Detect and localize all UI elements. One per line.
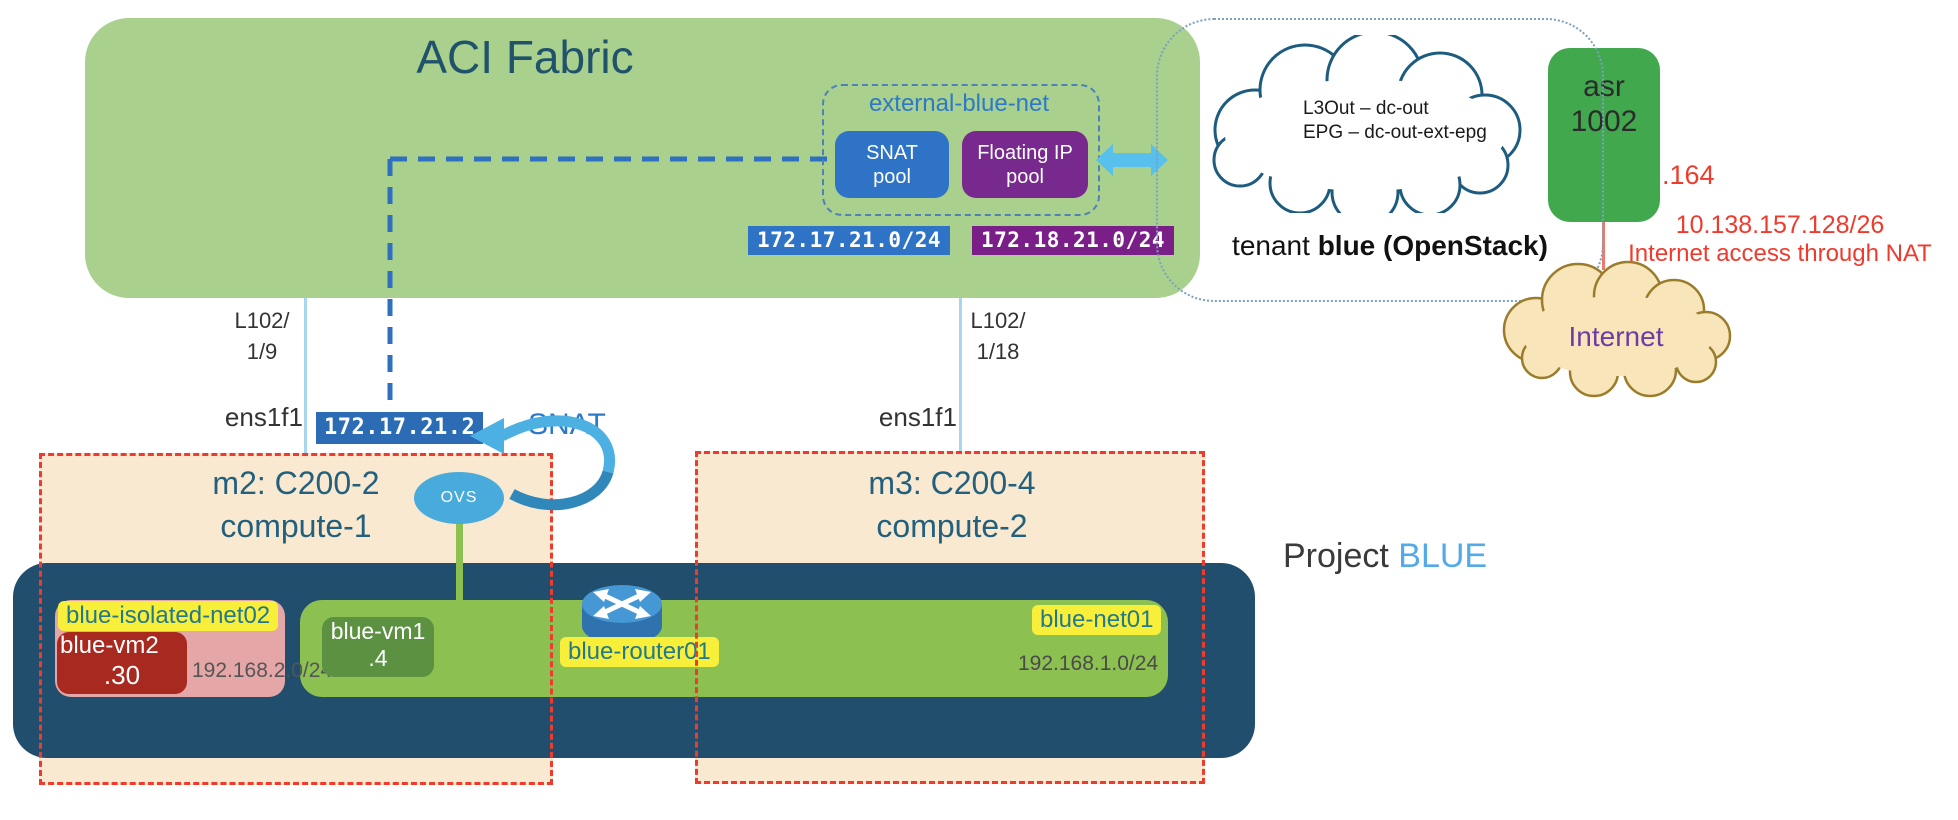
asr-router-box: asr 1002 (1548, 48, 1660, 222)
tenant-name: blue (OpenStack) (1317, 230, 1548, 261)
vm1-box: blue-vm1 .4 (322, 617, 434, 677)
net01-bar (300, 600, 1168, 697)
isolated-net-label: blue-isolated-net02 (58, 601, 279, 631)
vm2-ip: .30 (103, 660, 141, 690)
uplink-line-left (304, 298, 307, 455)
project-label: Project BLUE (1283, 537, 1487, 576)
router-label: blue-router01 (560, 637, 719, 667)
host-m3-border (695, 451, 1205, 784)
ovs-stem-link (456, 518, 463, 618)
snat-route-dashed-line (387, 156, 836, 408)
external-blue-net-box (822, 84, 1100, 216)
tenant-boundary (1156, 18, 1604, 302)
ovs-switch: OVS (414, 472, 504, 524)
vm2-box: blue-vm2 .30 (57, 632, 187, 694)
floating-ip-pool-box: Floating IP pool (962, 131, 1088, 198)
l3out-cloud-icon: L3Out – dc-out EPG – dc-out-ext-epg (1212, 35, 1522, 213)
asr-subnet: 10.138.157.128/26 (1675, 211, 1885, 239)
isolated-net-subnet: 192.168.2.0/24 (192, 659, 333, 682)
internet-cloud-icon: Internet (1502, 260, 1732, 398)
uplink-line-right (959, 298, 962, 453)
bidirectional-arrow-icon (1096, 144, 1168, 176)
uplink-port-right: L102/ 1/18 (970, 308, 1026, 364)
interface-label-right: ens1f1 (878, 402, 957, 432)
asr-nat-note: Internet access through NAT (1628, 240, 1932, 267)
external-blue-net-label: external-blue-net (868, 90, 1050, 117)
uplink-port-left: L102/ 1/9 (234, 308, 290, 364)
snat-subnet-badge: 172.17.21.0/24 (748, 226, 951, 255)
vm1-name: blue-vm1 (330, 618, 426, 644)
vm1-ip: .4 (368, 645, 388, 671)
project-name: BLUE (1398, 537, 1488, 575)
tenant-label-prefix: tenant (1232, 230, 1318, 261)
vm2-name: blue-vm2 (60, 632, 159, 659)
project-label-prefix: Project (1283, 537, 1399, 575)
net01-label: blue-net01 (1032, 605, 1162, 635)
snat-pool-box: SNAT pool (835, 131, 949, 198)
l3out-line1: L3Out – dc-out (1303, 98, 1429, 119)
snat-ip-badge: 172.17.21.2 (316, 412, 484, 444)
router-icon (582, 585, 662, 645)
asr-router-label: asr 1002 (1570, 70, 1638, 138)
l3out-line2: EPG – dc-out-ext-epg (1303, 122, 1487, 143)
floating-subnet-badge: 172.18.21.0/24 (972, 226, 1175, 255)
host-m3-title: m3: C200-4 compute-2 (868, 465, 1036, 545)
asr-interface-ip: .164 (1662, 160, 1715, 190)
snat-arrow-icon (470, 415, 615, 511)
host-m2-border (39, 453, 553, 785)
interface-label-left: ens1f1 (224, 402, 303, 432)
tenant-label: tenant blue (OpenStack) (1190, 230, 1590, 262)
aci-fabric-title: ACI Fabric (416, 31, 634, 83)
host-m2-title: m2: C200-2 compute-1 (212, 465, 380, 545)
internet-label: Internet (1569, 321, 1664, 352)
net01-subnet: 192.168.1.0/24 (1018, 652, 1159, 675)
